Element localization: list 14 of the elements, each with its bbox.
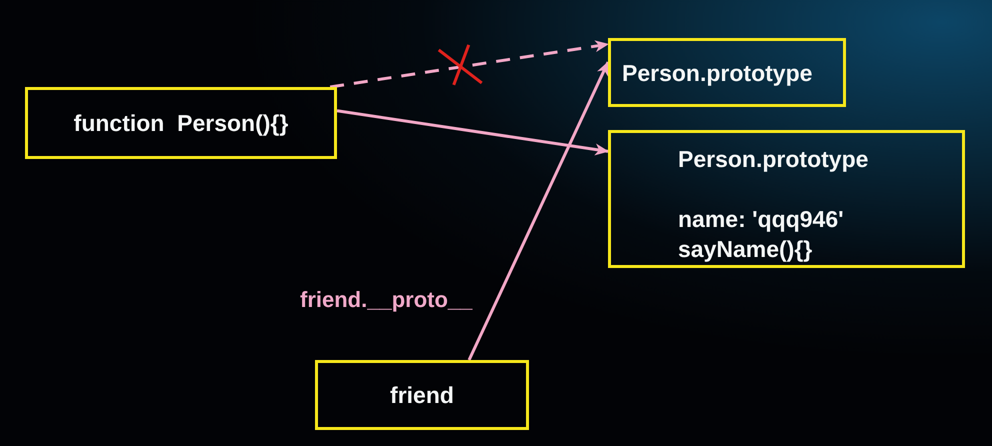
function-box — [25, 87, 337, 159]
prototype-box — [608, 130, 965, 268]
dashed-arrow — [330, 40, 609, 88]
edge-label: friend.__proto__ — [300, 286, 472, 314]
method-text: sayName(){} — [678, 235, 812, 264]
prototype-box — [608, 38, 846, 107]
object-box — [315, 360, 529, 430]
arrow — [336, 109, 609, 156]
code-text: Person.prototype — [678, 145, 868, 174]
code-text: friend — [390, 381, 454, 410]
code-text: function Person(){} — [74, 109, 288, 138]
property-text: name: 'qqq946' — [678, 205, 844, 234]
code-text: Person.prototype — [622, 58, 812, 88]
arrow — [468, 61, 610, 361]
